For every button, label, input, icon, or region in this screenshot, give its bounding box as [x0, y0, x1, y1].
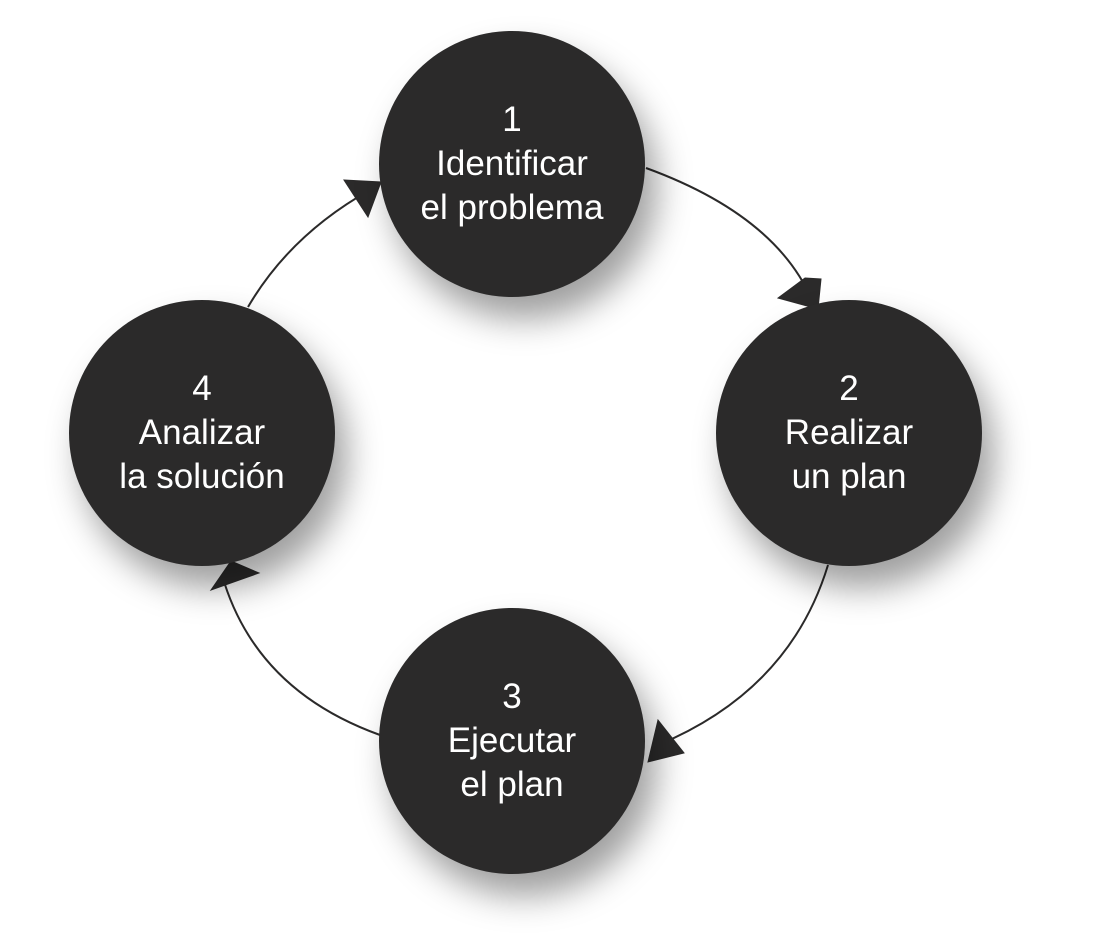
step-1-title-line2: el problema [420, 188, 604, 227]
connector-3-to-4 [221, 574, 381, 736]
arrowhead-3-to-4-icon [209, 560, 261, 591]
connector-4-to-1 [247, 189, 371, 308]
step-4-title-line2: la solución [119, 457, 285, 496]
step-2-realizar-un-plan: 2 Realizar un plan [716, 300, 982, 566]
step-1-identificar-el-problema: 1 Identificar el problema [379, 31, 645, 297]
step-4-analizar-la-solucion: 4 Analizar la solución [69, 300, 335, 566]
step-2-title-line1: Realizar [784, 413, 914, 452]
connector-2-to-3 [657, 564, 829, 746]
step-1-title-line1: Identificar [436, 144, 588, 183]
step-4-number: 4 [192, 369, 212, 408]
step-3-ejecutar-el-plan: 3 Ejecutar el plan [379, 608, 645, 874]
step-3-number: 3 [502, 677, 522, 716]
step-4-title-line1: Analizar [138, 413, 266, 452]
step-1-number: 1 [502, 100, 522, 139]
step-2-title-line2: un plan [791, 457, 907, 496]
arrowhead-2-to-3-icon [647, 718, 685, 763]
step-3-title-line1: Ejecutar [447, 721, 577, 760]
step-2-number: 2 [839, 369, 859, 408]
step-3-title-line2: el plan [460, 765, 564, 804]
arrowhead-4-to-1-icon [343, 179, 382, 219]
connector-1-to-2 [645, 167, 813, 301]
